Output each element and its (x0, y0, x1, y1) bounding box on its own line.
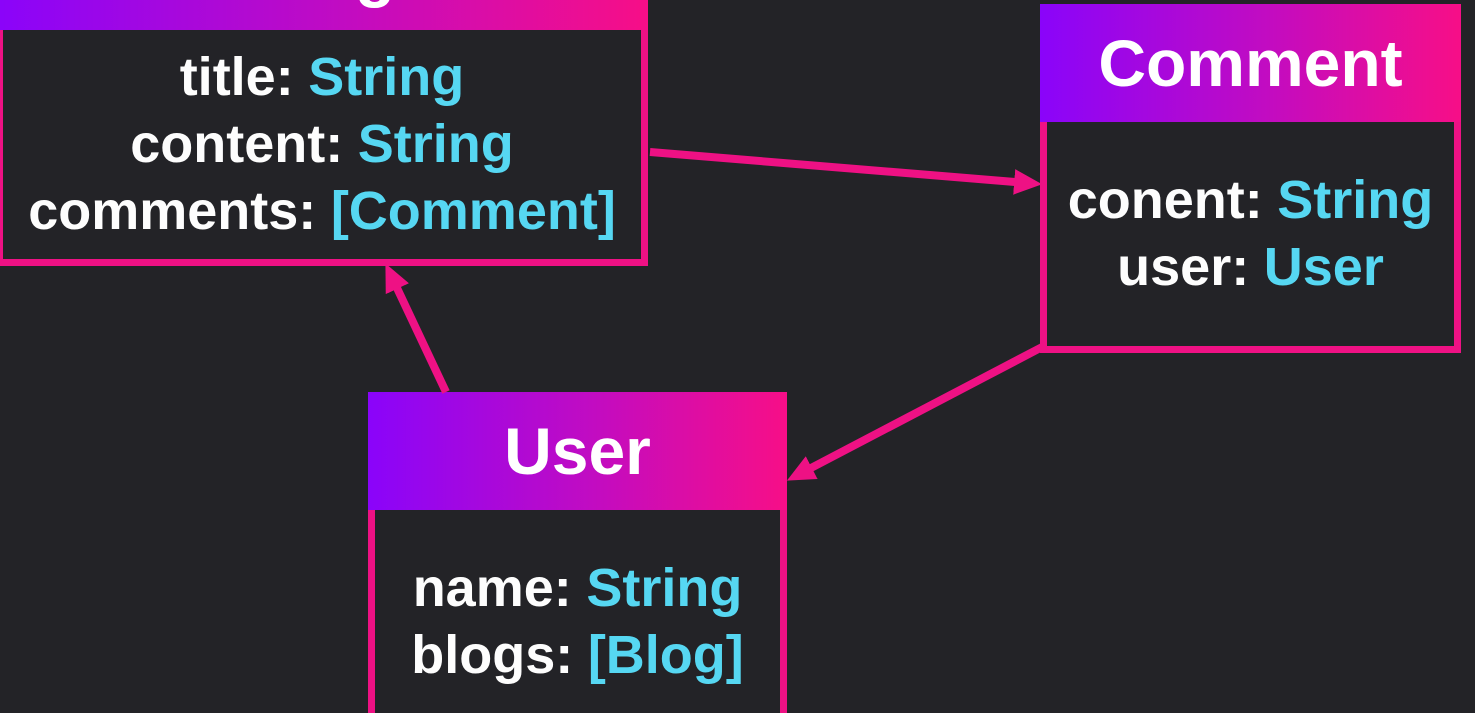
field-name: name: (412, 557, 572, 618)
field-type: String (308, 47, 465, 107)
entity-comment-body: conent:String user:User (1040, 122, 1461, 353)
field-row: comments:[Comment] (28, 178, 616, 245)
entity-blog: Blog title:String content:String comment… (0, 0, 648, 266)
field-name: blogs: (411, 624, 574, 685)
arrow-comment-to-user (786, 341, 1048, 481)
field-row: user:User (1117, 234, 1384, 301)
entity-comment-title: Comment (1098, 26, 1403, 100)
field-row: name:String (413, 555, 743, 622)
entity-blog-body: title:String content:String comments:[Co… (0, 30, 648, 266)
field-name: conent: (1067, 170, 1263, 230)
field-name: content: (130, 114, 344, 174)
entity-user-header: User (368, 392, 787, 510)
entity-blog-title: Blog (249, 0, 396, 30)
arrow-blog-to-comment (649, 148, 1043, 195)
field-name: title: (179, 47, 294, 107)
field-type: [Blog] (587, 624, 744, 685)
field-row: blogs:[Blog] (411, 622, 744, 689)
entity-user-title: User (504, 414, 651, 488)
field-type: String (586, 557, 743, 618)
field-row: title:String (180, 44, 465, 111)
entity-blog-header: Blog (0, 0, 648, 30)
entity-comment-header: Comment (1040, 4, 1461, 122)
entity-user-body: name:String blogs:[Blog] (368, 510, 787, 713)
field-name: comments: (28, 181, 317, 241)
field-type: User (1263, 237, 1384, 297)
field-row: conent:String (1068, 167, 1434, 234)
field-type: [Comment] (330, 181, 616, 241)
field-type: String (1277, 170, 1434, 230)
entity-comment: Comment conent:String user:User (1040, 4, 1461, 353)
field-type: String (357, 114, 514, 174)
entity-user: User name:String blogs:[Blog] (368, 392, 787, 713)
field-row: content:String (130, 111, 514, 178)
arrow-user-to-blog (385, 263, 450, 394)
field-name: user: (1117, 237, 1250, 297)
